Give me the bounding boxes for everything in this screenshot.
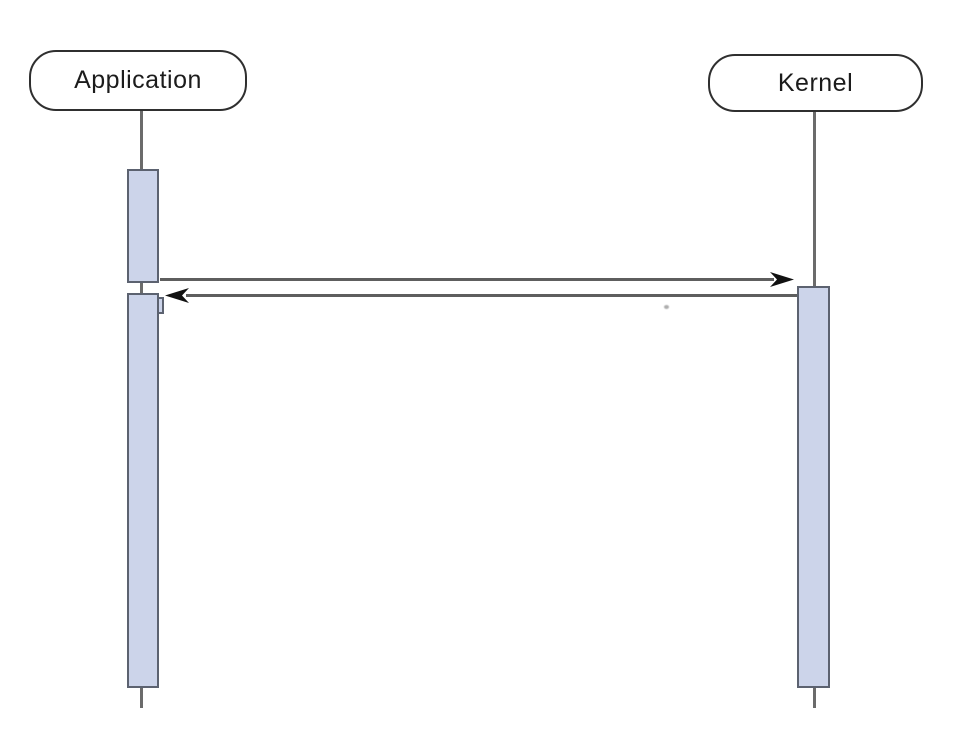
participant-label-kernel: Kernel [777,68,854,97]
activation-bar-application-1 [127,169,159,283]
message-call-application-to-kernel [160,272,794,295]
message-return-line [186,294,797,297]
participant-box-kernel: Kernel [708,54,923,112]
message-return-kernel-to-application [165,288,797,311]
activation-bar-application-2 [127,293,159,688]
participant-box-application: Application [29,50,247,111]
arrow-right-icon [770,272,794,287]
stray-dot-artifact [664,305,669,309]
arrow-left-icon [165,288,189,303]
participant-label-application: Application [74,66,202,94]
message-call-line [160,278,774,281]
activation-bar-kernel [797,286,830,688]
